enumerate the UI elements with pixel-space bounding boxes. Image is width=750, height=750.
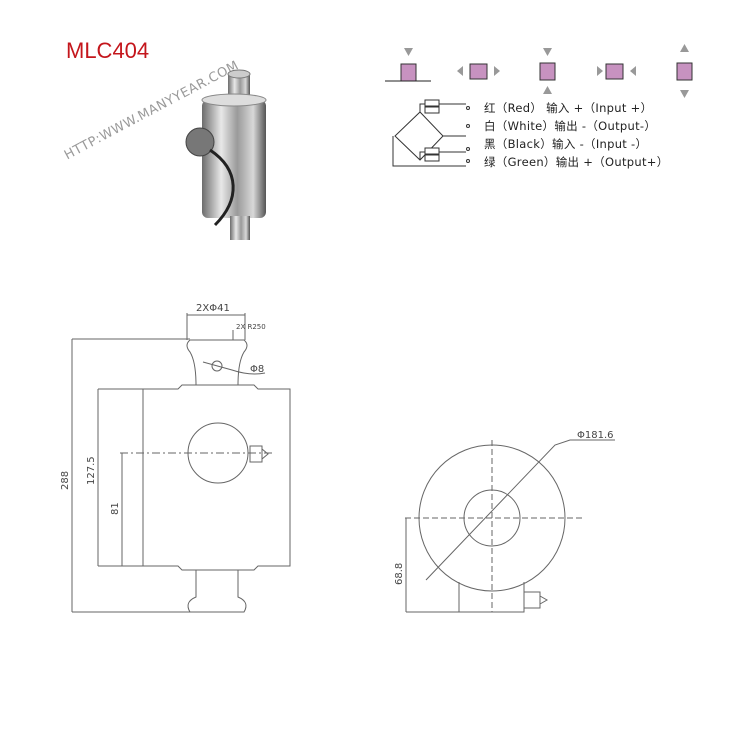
wire-green-label: 绿（Green）输出 +（Output+）	[484, 155, 669, 169]
load-cell-photo	[185, 69, 267, 240]
dim-diameter: Φ181.6	[577, 430, 614, 441]
dim-hole-height: 81	[110, 502, 121, 515]
dim-base-height: 68.8	[394, 563, 405, 585]
wire-white-label: 白（White）输出 -（Output-）	[484, 119, 657, 133]
dim-top-hole: 2XΦ41	[196, 303, 230, 314]
dim-overall-height: 288	[60, 471, 71, 490]
wire-red-label: 红（Red） 输入 +（Input +）	[484, 101, 653, 115]
front-view-drawing	[71, 313, 291, 613]
side-view-drawing	[405, 439, 615, 613]
model-title: MLC404	[66, 38, 150, 63]
load-direction-icons	[385, 44, 693, 98]
dim-pin: Φ8	[250, 364, 264, 375]
dim-chamfer: 2X R250	[236, 323, 266, 331]
wire-black-label: 黑（Black）输入 -（Input -）	[484, 137, 648, 151]
bridge-circuit-icon	[392, 99, 470, 167]
dim-body-height: 127.5	[86, 456, 97, 485]
